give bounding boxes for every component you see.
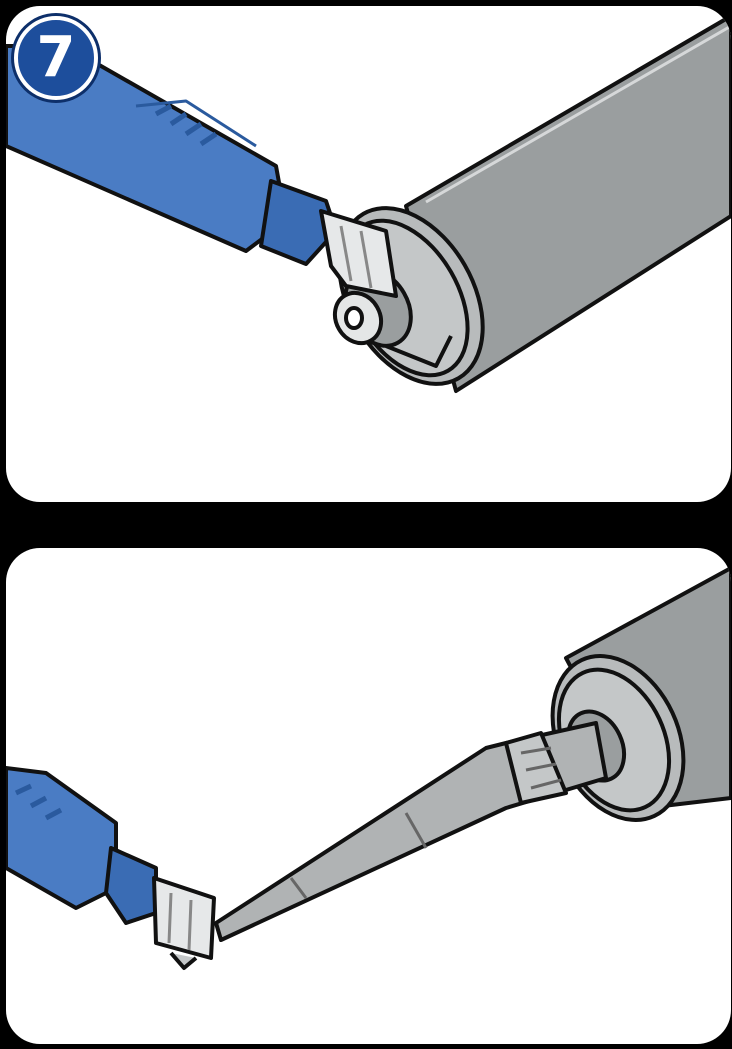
cut-nozzle-tip-illustration xyxy=(6,548,731,1044)
sealant-cartridge-icon xyxy=(527,568,731,841)
utility-knife-icon xyxy=(6,768,214,968)
panel-cut-cartridge-seal xyxy=(6,6,731,502)
step-number-badge: 7 xyxy=(14,16,98,100)
cut-cartridge-seal-illustration xyxy=(6,6,731,502)
panel-cut-nozzle-tip xyxy=(6,548,731,1044)
nozzle-icon xyxy=(216,723,606,940)
sealant-cartridge-icon xyxy=(310,16,731,409)
